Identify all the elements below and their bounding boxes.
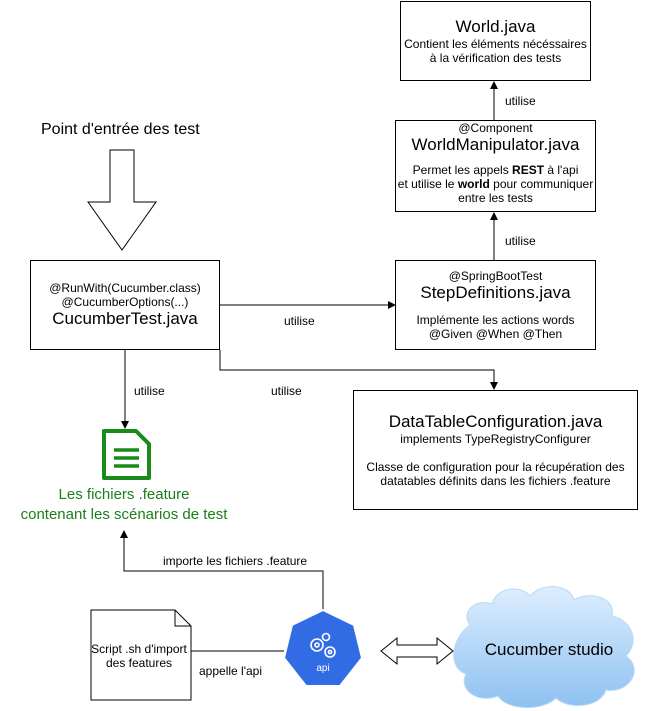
step-definitions-annotation: @SpringBootTest xyxy=(448,269,543,283)
step-definitions-desc-2: @Given @When @Then xyxy=(428,327,563,341)
world-desc-1: Contient les éléments nécéssaires xyxy=(404,37,587,51)
entry-point-label: Point d'entrée des test xyxy=(41,121,200,138)
world-manipulator-title: WorldManipulator.java xyxy=(411,135,580,154)
edge-wm-to-world xyxy=(490,81,498,120)
step-definitions-desc-1: Implémente les actions words xyxy=(416,313,575,327)
edge-test-to-datatable xyxy=(219,350,498,390)
feature-files-label-2: contenant les scénarios de test xyxy=(20,506,228,523)
api-label: api xyxy=(316,663,330,674)
world-manipulator-desc-3: entre les tests xyxy=(458,191,533,205)
world-title: World.java xyxy=(455,17,536,36)
script-label-2: des features xyxy=(105,656,173,670)
edge-label-script-to-api: appelle l'api xyxy=(199,664,263,678)
document-icon xyxy=(102,429,151,480)
edge-label-api-to-features: importe les fichiers .feature xyxy=(163,554,308,568)
datatable-config-subtitle: implements TypeRegistryConfigurer xyxy=(400,432,591,446)
cloud-shape xyxy=(453,586,635,709)
world-desc-2: à la vérification des tests xyxy=(429,51,562,65)
bidirectional-arrow xyxy=(380,636,454,666)
script-note-shape xyxy=(90,609,192,701)
edge-label-test-to-datatable: utilise xyxy=(271,384,302,398)
step-definitions-title: StepDefinitions.java xyxy=(420,283,571,302)
edge-label-test-to-features: utilise xyxy=(134,384,165,398)
edge-label-test-to-steps: utilise xyxy=(284,314,315,328)
step-definitions-box: @SpringBootTest StepDefinitions.java Imp… xyxy=(395,260,596,350)
edge-test-to-features xyxy=(121,350,129,429)
edge-test-to-steps xyxy=(220,301,396,309)
world-box: World.java Contient les éléments nécéssa… xyxy=(400,1,591,81)
datatable-config-title: DataTableConfiguration.java xyxy=(388,412,603,431)
datatable-config-desc-2: datatables définits dans les fichiers .f… xyxy=(380,474,611,488)
datatable-config-desc-1: Classe de configuration pour la récupéra… xyxy=(366,460,625,474)
edge-steps-to-wm xyxy=(490,212,498,260)
world-manipulator-box: @Component WorldManipulator.java Permet … xyxy=(395,120,596,212)
entry-arrow xyxy=(87,149,157,251)
cucumber-test-box: @RunWith(Cucumber.class) @CucumberOption… xyxy=(30,260,220,350)
cucumber-test-title: CucumberTest.java xyxy=(52,309,198,328)
cucumber-test-annotation-1: @RunWith(Cucumber.class) xyxy=(49,281,201,295)
world-manipulator-desc-2: et utilise le world pour communiquer xyxy=(397,177,594,191)
cucumber-test-annotation-2: @CucumberOptions(...) xyxy=(61,295,189,309)
edge-api-to-features xyxy=(120,530,324,612)
script-label-1: Script .sh d'import xyxy=(91,642,187,656)
cucumber-studio-label: Cucumber studio xyxy=(484,640,614,659)
feature-files-label-1: Les fichiers .feature xyxy=(58,486,190,503)
edge-label-steps-to-wm: utilise xyxy=(505,234,536,248)
world-manipulator-desc-1: Permet les appels REST à l'api xyxy=(412,163,579,177)
kubernetes-api-icon xyxy=(282,608,364,687)
edge-label-wm-to-world: utilise xyxy=(505,94,536,108)
datatable-config-box: DataTableConfiguration.java implements T… xyxy=(353,390,638,510)
world-manipulator-annotation: @Component xyxy=(458,121,533,135)
